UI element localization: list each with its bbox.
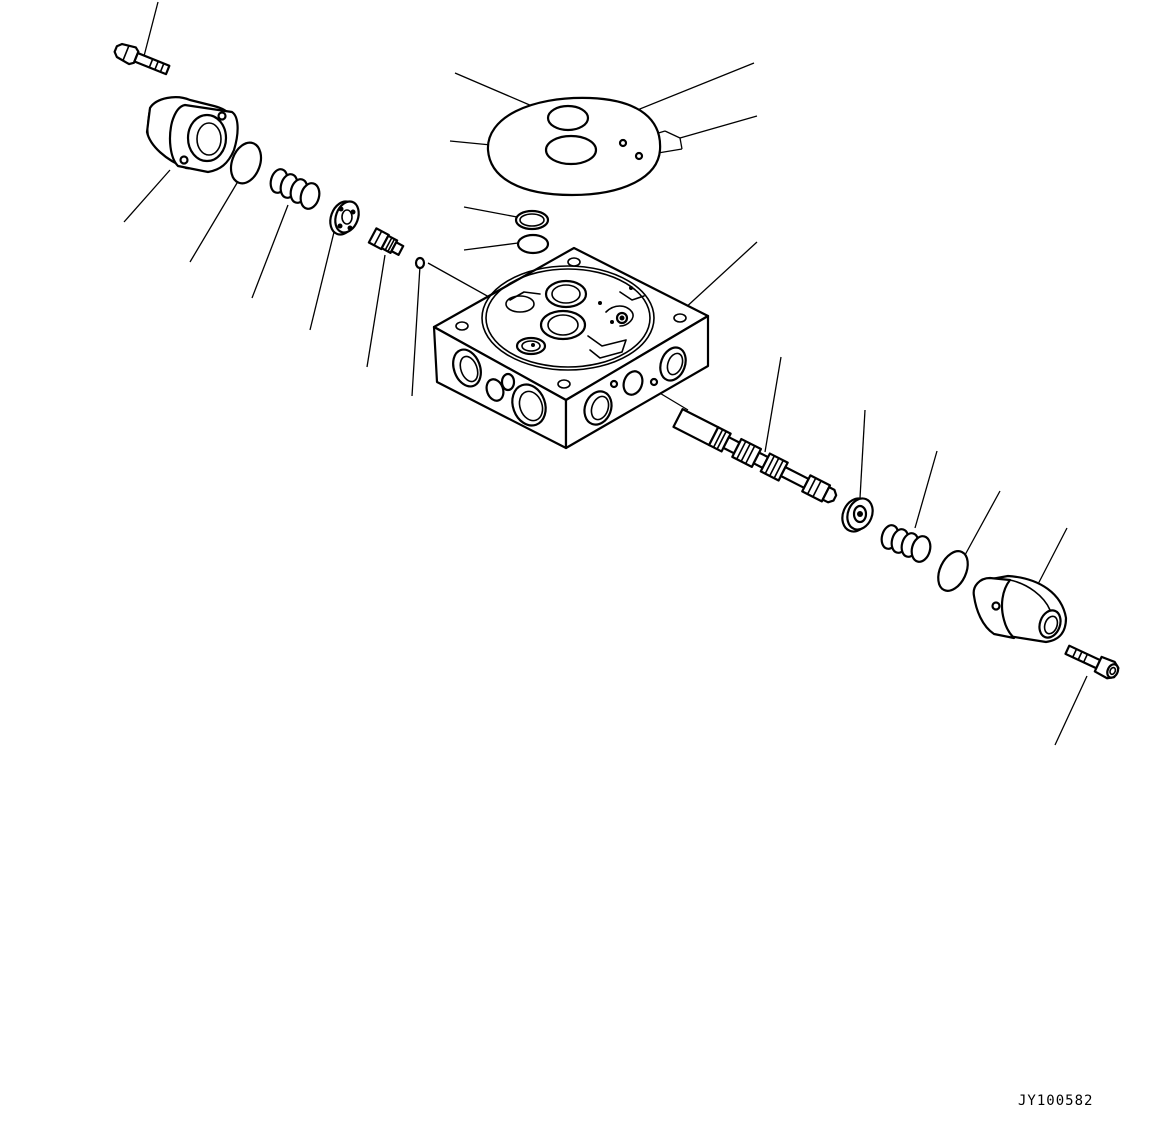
leader-line-spring-left [251, 204, 289, 299]
end-cover-left [145, 96, 239, 174]
leader-line-gasket-plate [629, 62, 755, 114]
spring-right [880, 524, 932, 563]
leader-line-seal-ring [463, 206, 518, 218]
leader-line-bolt-bottom-right [1054, 675, 1088, 746]
leader-line-oring-mid [463, 242, 519, 251]
o-ring-left [229, 141, 263, 185]
mounting-bolt-left [113, 42, 171, 76]
leader-line-gasket-pins-b [664, 130, 681, 139]
leader-line-oring-right [964, 490, 1001, 556]
leader-line-retainer-right [859, 409, 866, 499]
gasket-hole-upper [546, 104, 590, 132]
small-o-ring [414, 256, 426, 270]
leader-line-cover-left [123, 169, 171, 223]
mounting-bolt-right [1064, 644, 1120, 680]
leader-line-valve-body [682, 241, 758, 311]
seal-ring [514, 209, 550, 231]
spring-left [269, 168, 321, 210]
spring-retainer-right [841, 497, 874, 533]
gasket-hole-lower [544, 134, 598, 166]
plug-left [367, 227, 405, 256]
drawing-id-label: JY100582 [1018, 1093, 1094, 1109]
leader-line-gasket-pins-c [679, 137, 683, 150]
leader-line-bolt-top-left [142, 1, 159, 61]
leader-line-gasket-pins-a [679, 115, 758, 139]
gasket-plate [486, 96, 662, 197]
o-ring-middle [516, 233, 550, 255]
end-cover-right [972, 574, 1068, 644]
o-ring-right [937, 550, 969, 592]
leader-line-oring-left [189, 177, 241, 263]
spool [672, 407, 838, 504]
leader-line-retainer-left [309, 227, 336, 331]
leader-line-small-oring [411, 265, 421, 397]
leader-line-plug-left [366, 254, 386, 368]
valve-body [432, 246, 710, 450]
leader-line-spool [764, 356, 782, 453]
leader-line-cover-right [1034, 527, 1068, 591]
spring-retainer-left [329, 200, 360, 236]
leader-line-spring-right [914, 450, 938, 529]
